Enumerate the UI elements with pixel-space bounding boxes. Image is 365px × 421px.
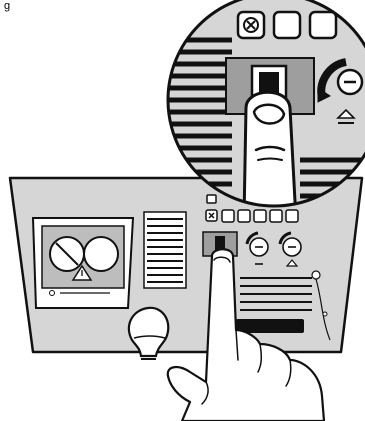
magnified-finger (244, 92, 296, 220)
vent-grille (144, 212, 186, 288)
led-indicator (323, 312, 327, 316)
display-slot (236, 319, 304, 333)
learn-button[interactable] (215, 236, 225, 250)
light-cover-panel (33, 218, 133, 308)
bulb-socket-right (84, 237, 118, 271)
